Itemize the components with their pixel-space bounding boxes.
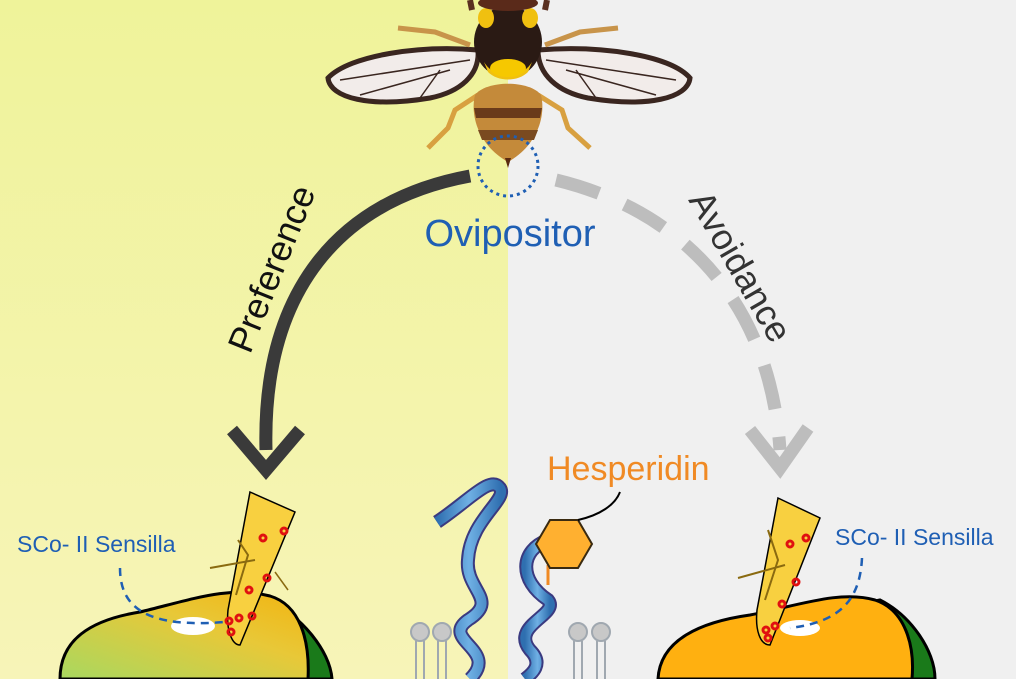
ovipositor-tip-right <box>737 496 821 646</box>
hesperidin-molecule-hexagon <box>534 491 621 569</box>
sensilla-label-left: SCo- II Sensilla <box>17 531 176 557</box>
preference-arrow <box>227 169 472 481</box>
lipid-membrane <box>410 622 611 679</box>
gustatory-receptor-protein-right <box>518 533 557 679</box>
avoidance-side-background <box>508 0 1016 679</box>
hesperidin-label: Hesperidin <box>547 450 710 488</box>
gustatory-receptor-protein-left <box>433 477 508 679</box>
sensilla-pointer-left <box>118 567 226 625</box>
ovipositor-label: Ovipositor <box>424 213 595 255</box>
ovipositor-highlight-circle <box>476 134 540 198</box>
avoidance-arrow <box>554 173 814 479</box>
fruit-fly-illustration <box>325 0 693 198</box>
mango-right <box>656 595 937 679</box>
sensilla-label-right: SCo- II Sensilla <box>835 524 994 550</box>
ovipositor-tip-left <box>209 490 296 646</box>
